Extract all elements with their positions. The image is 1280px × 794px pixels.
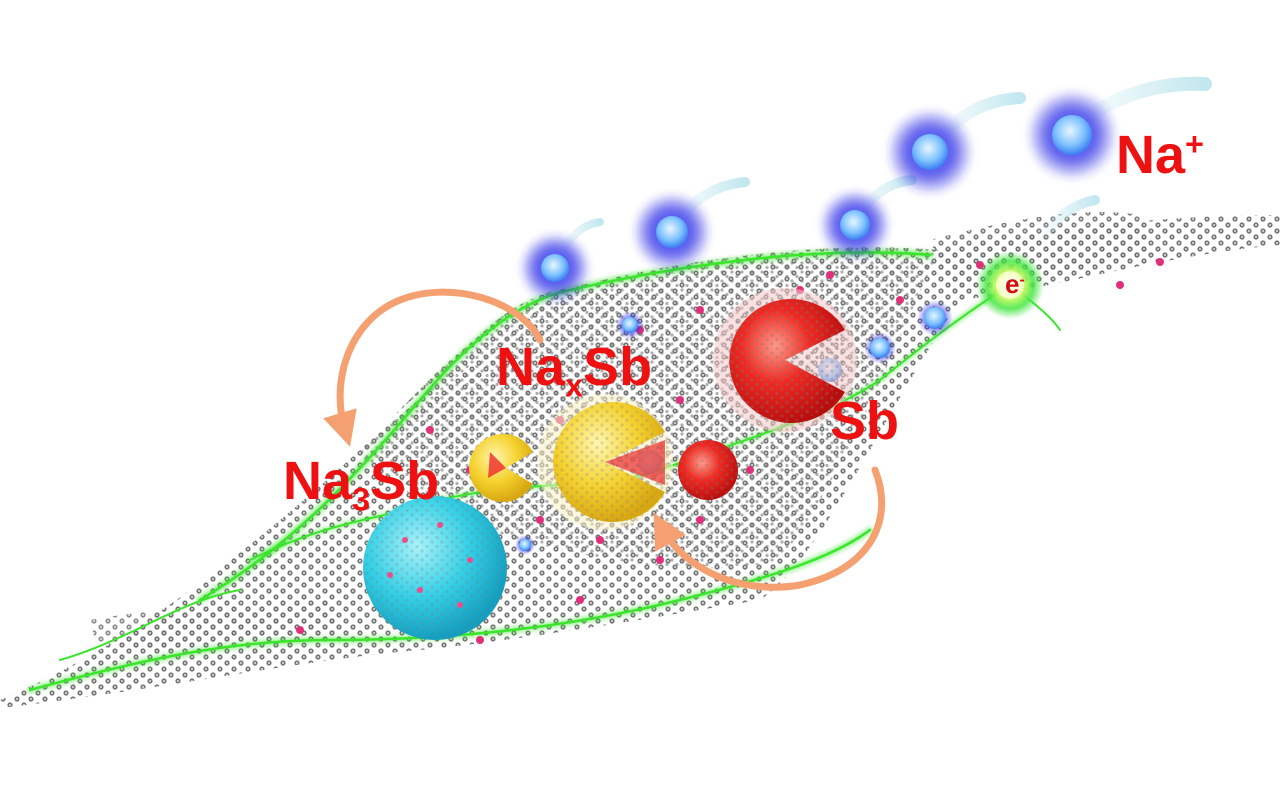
cycle-arrows: [323, 288, 886, 591]
electron: [976, 251, 1044, 319]
na3sb-particle: [363, 496, 507, 640]
sodium-ion: [519, 218, 604, 304]
naxsb-label: NaxSb: [496, 337, 653, 404]
sodium-ion: [632, 177, 750, 272]
sodium-ion: [1026, 76, 1212, 181]
sodium-ion-label: Na+: [1116, 125, 1204, 185]
incoming-sodium-ions: [519, 76, 1212, 304]
sb-particle: [713, 288, 857, 432]
sb-label: Sb: [830, 391, 900, 451]
naxsb-particle-large: [537, 394, 673, 530]
arrow-bottom-right: [653, 466, 886, 591]
naxsb-particle-small: [469, 434, 533, 502]
sodium-ion-trail-near-electron: [1035, 195, 1100, 250]
electron-label: e-: [1005, 269, 1025, 299]
na3sb-label: Na3Sb: [283, 451, 440, 518]
sb-small-particle: [678, 440, 738, 500]
sodium-ion: [886, 92, 1026, 196]
arrow-top-left: [323, 288, 544, 447]
